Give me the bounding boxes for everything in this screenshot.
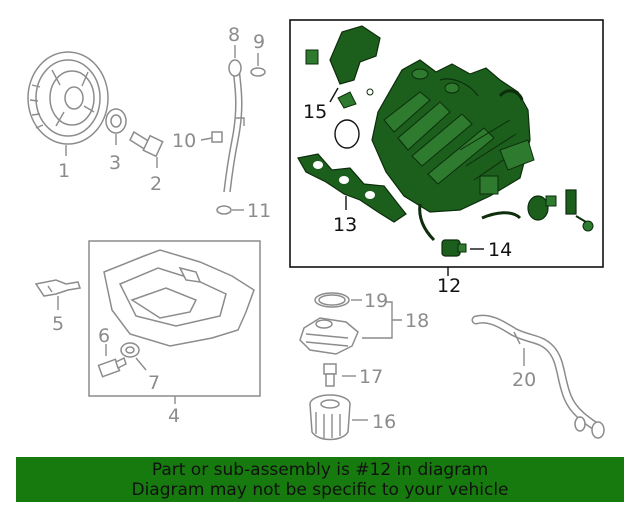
callout-20[interactable]: 20 [512, 369, 536, 391]
callout-5[interactable]: 5 [52, 313, 64, 335]
leader-7 [135, 357, 147, 371]
part-1-pulley[interactable] [27, 51, 109, 145]
part-12-purge-valve[interactable] [527, 189, 594, 232]
callout-11[interactable]: 11 [247, 200, 271, 222]
part-9-o-ring[interactable] [250, 67, 266, 77]
callout-13[interactable]: 13 [333, 214, 357, 236]
part-17-fitting[interactable] [323, 363, 337, 387]
callout-7[interactable]: 7 [148, 372, 160, 394]
callout-10[interactable]: 10 [172, 130, 196, 152]
part-14-sensor[interactable] [441, 239, 467, 257]
part-8-dipstick-handle[interactable] [228, 59, 242, 77]
part-18-oil-cooler[interactable] [299, 317, 359, 355]
part-4-oil-pan[interactable] [103, 249, 255, 347]
callout-3[interactable]: 3 [109, 152, 121, 174]
callout-19[interactable]: 19 [364, 290, 388, 312]
part-12-pcv-hose [418, 203, 436, 242]
part-12-vacuum-hose [498, 89, 524, 101]
part-6-drain-plug[interactable] [97, 356, 127, 378]
callout-16[interactable]: 16 [372, 411, 396, 433]
part-10-dipstick-tube[interactable] [211, 61, 245, 193]
notice-line-2: Diagram may not be specific to your vehi… [131, 480, 509, 500]
part-5-bracket[interactable] [34, 279, 81, 297]
part-15-actuator[interactable] [305, 25, 381, 109]
callout-18[interactable]: 18 [405, 310, 429, 332]
callout-2[interactable]: 2 [150, 173, 162, 195]
part-13-gasket[interactable] [297, 153, 407, 223]
part-2-bolt[interactable] [129, 130, 164, 158]
part-12-breather-hose [481, 211, 522, 220]
callout-17[interactable]: 17 [359, 366, 383, 388]
callout-8[interactable]: 8 [228, 24, 240, 46]
notice-banner: Part or sub-assembly is #12 in diagram D… [16, 457, 624, 502]
callout-6[interactable]: 6 [98, 325, 110, 347]
part-20-coolant-pipe[interactable] [471, 314, 605, 439]
callout-14[interactable]: 14 [488, 239, 512, 261]
part-12-intake-manifold[interactable] [371, 59, 535, 213]
leader-15 [329, 87, 339, 103]
callout-12[interactable]: 12 [437, 275, 461, 297]
leader-10 [200, 137, 213, 141]
callout-9[interactable]: 9 [253, 31, 265, 53]
callout-1[interactable]: 1 [58, 160, 70, 182]
part-11-o-ring[interactable] [216, 205, 232, 215]
part-19-o-ring[interactable] [314, 292, 350, 308]
callout-15[interactable]: 15 [303, 101, 327, 123]
leader-18 [362, 301, 402, 339]
part-12-o-ring[interactable] [334, 119, 360, 149]
part-3-washer[interactable] [105, 108, 127, 134]
part-16-oil-filter[interactable] [309, 394, 351, 441]
notice-line-1: Part or sub-assembly is #12 in diagram [151, 460, 489, 480]
callout-4[interactable]: 4 [168, 405, 180, 427]
part-7-washer[interactable] [120, 342, 140, 358]
